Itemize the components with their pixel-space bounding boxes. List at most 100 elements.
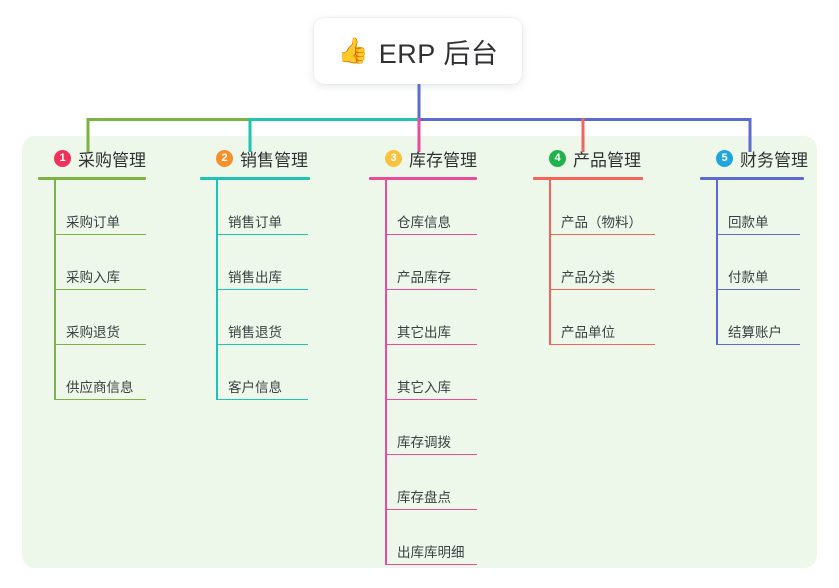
branch-spine: [549, 180, 551, 345]
branch-spine: [385, 180, 387, 565]
branch-item-underline: [385, 453, 477, 455]
branch-item[interactable]: 采购订单: [38, 180, 184, 235]
branch-item-label: 采购入库: [66, 270, 120, 285]
branch-item-label: 采购退货: [66, 325, 120, 340]
branch-item-underline: [385, 233, 477, 235]
branch-item[interactable]: 付款单: [700, 235, 818, 290]
branch-item[interactable]: 产品（物料）: [533, 180, 681, 235]
branch-item-underline: [54, 233, 146, 235]
branch-item[interactable]: 其它出库: [369, 290, 515, 345]
branch-index-badge: 5: [716, 149, 733, 167]
branch-title: 产品管理: [573, 150, 641, 170]
branch-item-underline: [385, 398, 477, 400]
branch-items: 采购订单采购入库采购退货供应商信息: [38, 180, 184, 400]
branch-item[interactable]: 采购退货: [38, 290, 184, 345]
branch-header-purchase[interactable]: 1 采购管理: [38, 146, 184, 170]
branch-item[interactable]: 产品单位: [533, 290, 681, 345]
branch-spine: [716, 180, 718, 345]
branch-item-underline: [549, 233, 655, 235]
branch-column-sales: 2 销售管理 销售订单销售出库销售退货客户信息: [200, 146, 346, 400]
branch-item-underline: [54, 288, 146, 290]
branch-item-underline: [216, 288, 308, 290]
branch-spine: [216, 180, 218, 400]
branch-header-sales[interactable]: 2 销售管理: [200, 146, 346, 170]
branch-items: 回款单付款单结算账户: [700, 180, 818, 345]
branch-item[interactable]: 产品分类: [533, 235, 681, 290]
branch-item[interactable]: 结算账户: [700, 290, 818, 345]
branch-underline: [369, 177, 477, 180]
branch-index-badge: 1: [54, 149, 71, 167]
branch-spine: [54, 180, 56, 400]
branch-item[interactable]: 库存调拨: [369, 400, 515, 455]
branch-item-underline: [549, 343, 655, 345]
branch-header-finance[interactable]: 5 财务管理: [700, 146, 818, 170]
branch-item[interactable]: 产品库存: [369, 235, 515, 290]
branch-item-underline: [216, 343, 308, 345]
branch-underline: [38, 177, 146, 180]
branch-item-label: 其它出库: [397, 325, 451, 340]
branch-item-label: 产品单位: [561, 325, 615, 340]
branch-item-label: 销售出库: [228, 270, 282, 285]
branch-items: 仓库信息产品库存其它出库其它入库库存调拨库存盘点出库库明细: [369, 180, 515, 565]
branch-item[interactable]: 销售退货: [200, 290, 346, 345]
branch-item[interactable]: 仓库信息: [369, 180, 515, 235]
branch-header-product[interactable]: 4 产品管理: [533, 146, 681, 170]
branch-title: 销售管理: [240, 150, 308, 170]
branch-item-label: 库存调拨: [397, 435, 451, 450]
branch-title: 财务管理: [740, 150, 808, 170]
root-node-title: ERP 后台: [378, 38, 499, 69]
branch-item-label: 回款单: [728, 215, 769, 230]
branch-item-label: 库存盘点: [397, 490, 451, 505]
branch-item[interactable]: 库存盘点: [369, 455, 515, 510]
branch-item-label: 销售订单: [228, 215, 282, 230]
branch-item-label: 结算账户: [728, 325, 782, 340]
branch-item-underline: [216, 233, 308, 235]
root-node-card[interactable]: 👍 ERP 后台: [314, 18, 522, 84]
branch-item-underline: [549, 288, 655, 290]
branch-item-label: 其它入库: [397, 380, 451, 395]
branch-underline: [533, 177, 643, 180]
branch-header-inventory[interactable]: 3 库存管理: [369, 146, 515, 170]
branch-item-underline: [385, 563, 477, 565]
branch-item-underline: [385, 343, 477, 345]
branch-item-label: 供应商信息: [66, 380, 134, 395]
branch-underline: [700, 177, 804, 180]
branch-column-purchase: 1 采购管理 采购订单采购入库采购退货供应商信息: [38, 146, 184, 400]
branch-item-label: 出库库明细: [397, 545, 465, 560]
branch-item-label: 客户信息: [228, 380, 282, 395]
branch-item-underline: [716, 233, 800, 235]
branch-item-label: 产品库存: [397, 270, 451, 285]
branch-index-badge: 4: [549, 149, 566, 167]
thumbs-up-icon: 👍: [337, 36, 369, 65]
branch-item-label: 付款单: [728, 270, 769, 285]
branch-item-underline: [385, 508, 477, 510]
branch-title: 库存管理: [409, 150, 477, 170]
branch-index-badge: 2: [216, 149, 233, 167]
branch-item[interactable]: 供应商信息: [38, 345, 184, 400]
branch-column-inventory: 3 库存管理 仓库信息产品库存其它出库其它入库库存调拨库存盘点出库库明细: [369, 146, 515, 565]
branch-item[interactable]: 销售订单: [200, 180, 346, 235]
branch-item[interactable]: 其它入库: [369, 345, 515, 400]
branch-item[interactable]: 回款单: [700, 180, 818, 235]
branch-item[interactable]: 销售出库: [200, 235, 346, 290]
branch-item-label: 产品（物料）: [561, 215, 642, 230]
branch-column-finance: 5 财务管理 回款单付款单结算账户: [700, 146, 818, 345]
branch-item[interactable]: 采购入库: [38, 235, 184, 290]
branch-underline: [200, 177, 310, 180]
branch-item[interactable]: 客户信息: [200, 345, 346, 400]
branch-item-underline: [54, 398, 146, 400]
branch-item-label: 采购订单: [66, 215, 120, 230]
branches-panel: [22, 136, 817, 568]
branch-item-underline: [716, 343, 800, 345]
branch-title: 采购管理: [78, 150, 146, 170]
branch-item-underline: [385, 288, 477, 290]
branch-item[interactable]: 出库库明细: [369, 510, 515, 565]
branch-items: 销售订单销售出库销售退货客户信息: [200, 180, 346, 400]
branch-item-underline: [54, 343, 146, 345]
branch-item-underline: [716, 288, 800, 290]
branch-item-label: 仓库信息: [397, 215, 451, 230]
branch-index-badge: 3: [385, 149, 402, 167]
branch-item-label: 销售退货: [228, 325, 282, 340]
branch-column-product: 4 产品管理 产品（物料） 产品分类产品单位: [533, 146, 681, 345]
